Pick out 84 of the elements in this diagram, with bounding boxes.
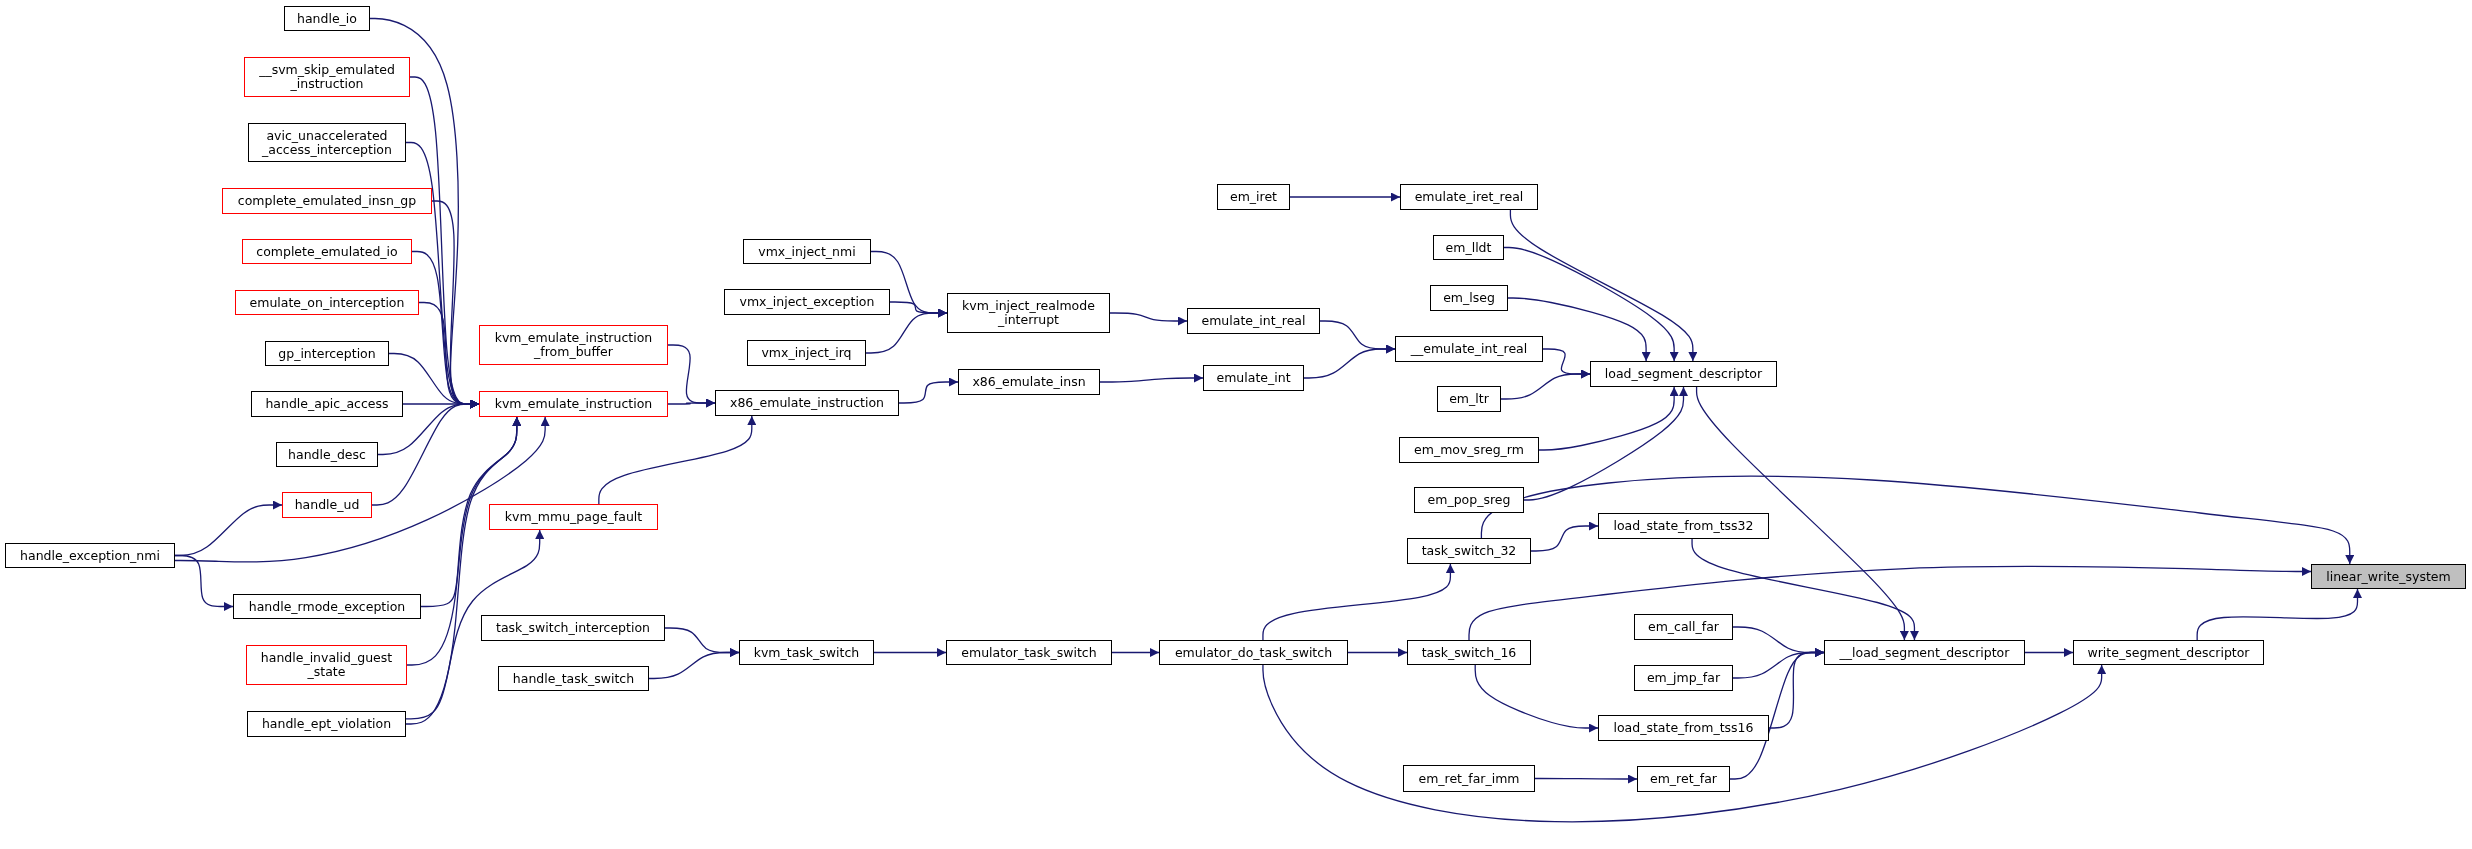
function-box: write_segment_descriptor (2073, 640, 2264, 665)
function-box: handle_task_switch (498, 666, 649, 691)
function-box: load_state_from_tss32 (1598, 513, 1769, 539)
function-box: load_state_from_tss16 (1598, 715, 1769, 741)
function-box: emulate_int_real (1187, 308, 1320, 334)
function-box: handle_desc (276, 442, 378, 467)
function-box: kvm_task_switch (739, 640, 874, 665)
function-box: kvm_mmu_page_fault (489, 504, 658, 530)
function-box: avic_unaccelerated _access_interception (248, 123, 406, 162)
arrow (1480, 475, 2355, 565)
function-box: handle_io (284, 6, 370, 31)
function-box: handle_exception_nmi (5, 543, 175, 568)
arrow (1530, 521, 1599, 552)
function-box: em_lseg (1430, 285, 1508, 311)
function-box: emulator_do_task_switch (1159, 640, 1348, 665)
arrow (1509, 209, 1698, 362)
arrow (1347, 648, 1408, 657)
function-box: complete_emulated_io (242, 239, 412, 264)
function-box: kvm_emulate_instruction (479, 391, 668, 417)
function-box: em_ret_far_imm (1403, 765, 1535, 792)
arrow (1507, 297, 1651, 362)
function-box: linear_write_system (2311, 564, 2466, 589)
function-box: em_ltr (1437, 386, 1501, 412)
arrow (1500, 369, 1591, 400)
arrow (2024, 648, 2074, 657)
function-box: kvm_emulate_instruction _from_buffer (479, 325, 668, 365)
function-box: handle_apic_access (251, 391, 403, 417)
arrow (1523, 386, 1688, 501)
arrow (1729, 648, 1825, 780)
function-box: em_jmp_far (1634, 665, 1733, 691)
arrow (667, 398, 716, 408)
arrow (405, 416, 522, 725)
function-box: task_switch_16 (1407, 640, 1531, 665)
function-box: handle_rmode_exception (233, 594, 421, 619)
function-box: em_pop_sreg (1414, 487, 1524, 513)
function-box: handle_ept_violation (247, 711, 406, 737)
function-box: em_ret_far (1637, 766, 1730, 792)
arrow (174, 554, 234, 611)
arrow (1289, 192, 1401, 202)
arrow (1262, 664, 2107, 823)
arrow (1695, 386, 1909, 641)
arrow (2196, 588, 2362, 641)
function-box: handle_invalid_guest _state (246, 645, 407, 685)
arrow (1111, 648, 1160, 657)
function-box: task_switch_interception (481, 615, 665, 641)
function-box: em_iret (1217, 184, 1290, 210)
arrow (174, 416, 550, 563)
arrow (873, 648, 947, 657)
function-box: em_lldt (1433, 235, 1504, 260)
arrow (1099, 373, 1204, 383)
arrow (648, 648, 740, 680)
function-box: __svm_skip_emulated _instruction (244, 57, 410, 97)
arrow (1262, 563, 1455, 641)
arrow (598, 415, 757, 505)
arrow (1691, 538, 1919, 641)
function-box: complete_emulated_insn_gp (222, 188, 432, 214)
arrow (1534, 774, 1638, 784)
function-box: gp_interception (265, 341, 389, 366)
function-box: handle_ud (282, 492, 372, 518)
arrow (1303, 344, 1396, 379)
function-box: emulate_int (1203, 365, 1304, 391)
function-box: vmx_inject_exception (724, 289, 890, 315)
function-box: em_call_far (1634, 614, 1733, 640)
function-box: __load_segment_descriptor (1824, 640, 2025, 665)
function-box: vmx_inject_nmi (743, 239, 871, 264)
arrow (1468, 565, 2312, 641)
function-box: x86_emulate_insn (958, 369, 1100, 395)
arrow (1474, 664, 1599, 733)
function-box: load_segment_descriptor (1590, 361, 1777, 387)
function-box: emulate_iret_real (1400, 184, 1538, 210)
function-box: em_mov_sreg_rm (1399, 437, 1539, 463)
function-box: emulator_task_switch (946, 640, 1112, 665)
function-box: emulate_on_interception (235, 290, 419, 315)
arrow (1109, 312, 1188, 326)
arrow (1538, 386, 1679, 451)
function-box: task_switch_32 (1407, 538, 1531, 564)
function-box: __emulate_int_real (1395, 336, 1543, 362)
arrow (405, 529, 545, 720)
arrow (865, 308, 948, 354)
function-box: vmx_inject_irq (747, 340, 866, 366)
function-box: x86_emulate_instruction (715, 390, 899, 416)
arrow (898, 377, 959, 404)
function-box: kvm_inject_realmode _interrupt (947, 293, 1110, 333)
arrow (1503, 246, 1679, 362)
